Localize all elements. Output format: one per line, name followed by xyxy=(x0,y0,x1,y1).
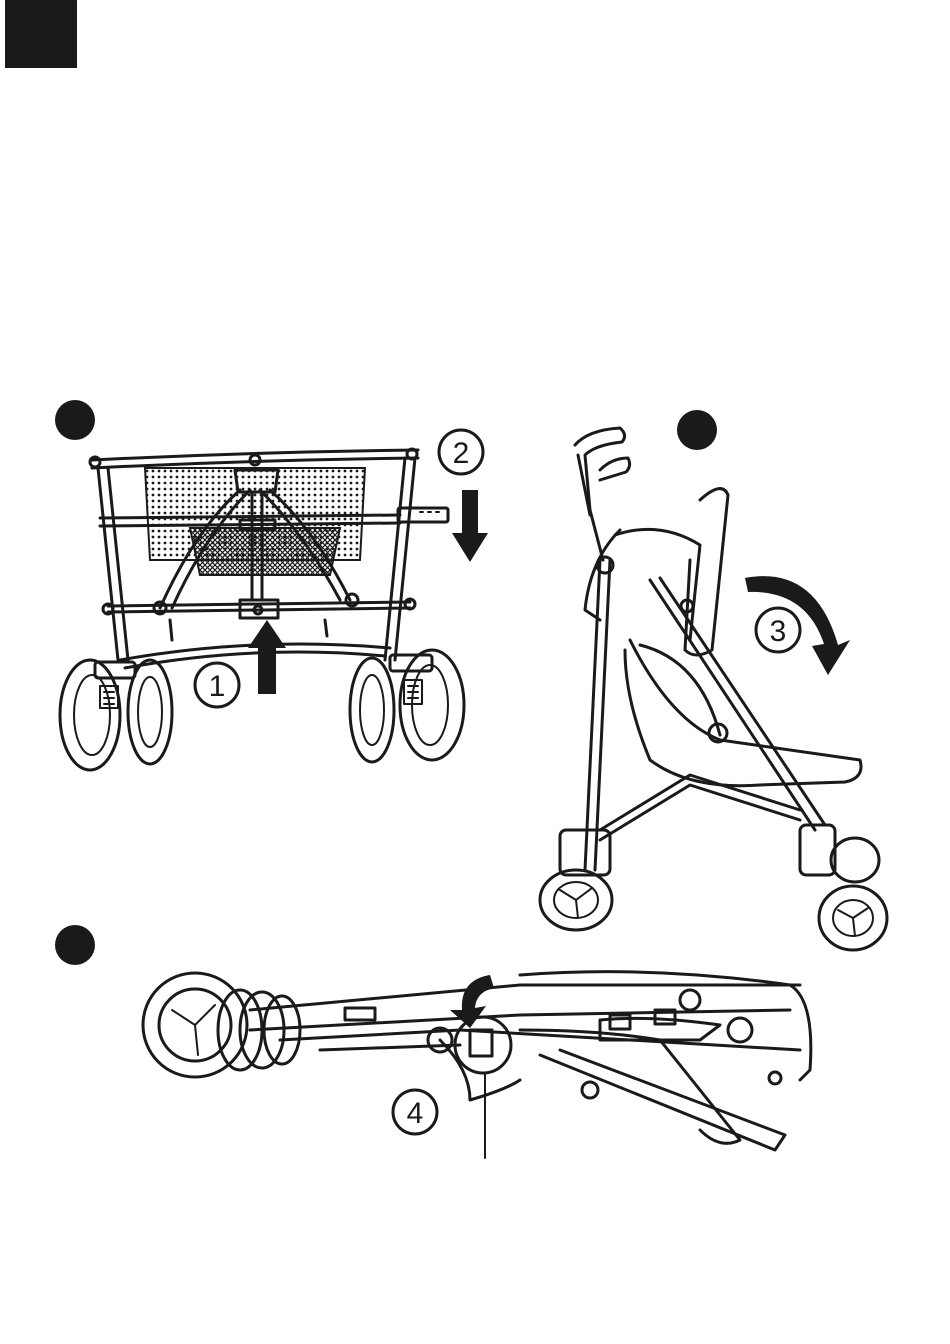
latch-callout-circle xyxy=(455,1017,511,1073)
lock-arrow-icon xyxy=(450,975,494,1028)
figure-marker-a xyxy=(55,400,95,440)
step-3-label: 3 xyxy=(770,615,787,648)
push-up-arrow-icon xyxy=(248,620,286,694)
figure-folded-view: 4 xyxy=(55,925,811,1158)
step-2-label: 2 xyxy=(453,437,470,470)
figure-rear-view: 1 2 xyxy=(55,400,488,770)
rotate-arrow-icon xyxy=(745,576,850,675)
step-1-label: 1 xyxy=(209,670,226,703)
step-4-label: 4 xyxy=(407,1097,424,1130)
figure-marker-c xyxy=(55,925,95,965)
figure-side-view: 3 xyxy=(540,410,887,950)
figure-marker-b xyxy=(677,410,717,450)
press-down-arrow-icon xyxy=(452,490,488,562)
